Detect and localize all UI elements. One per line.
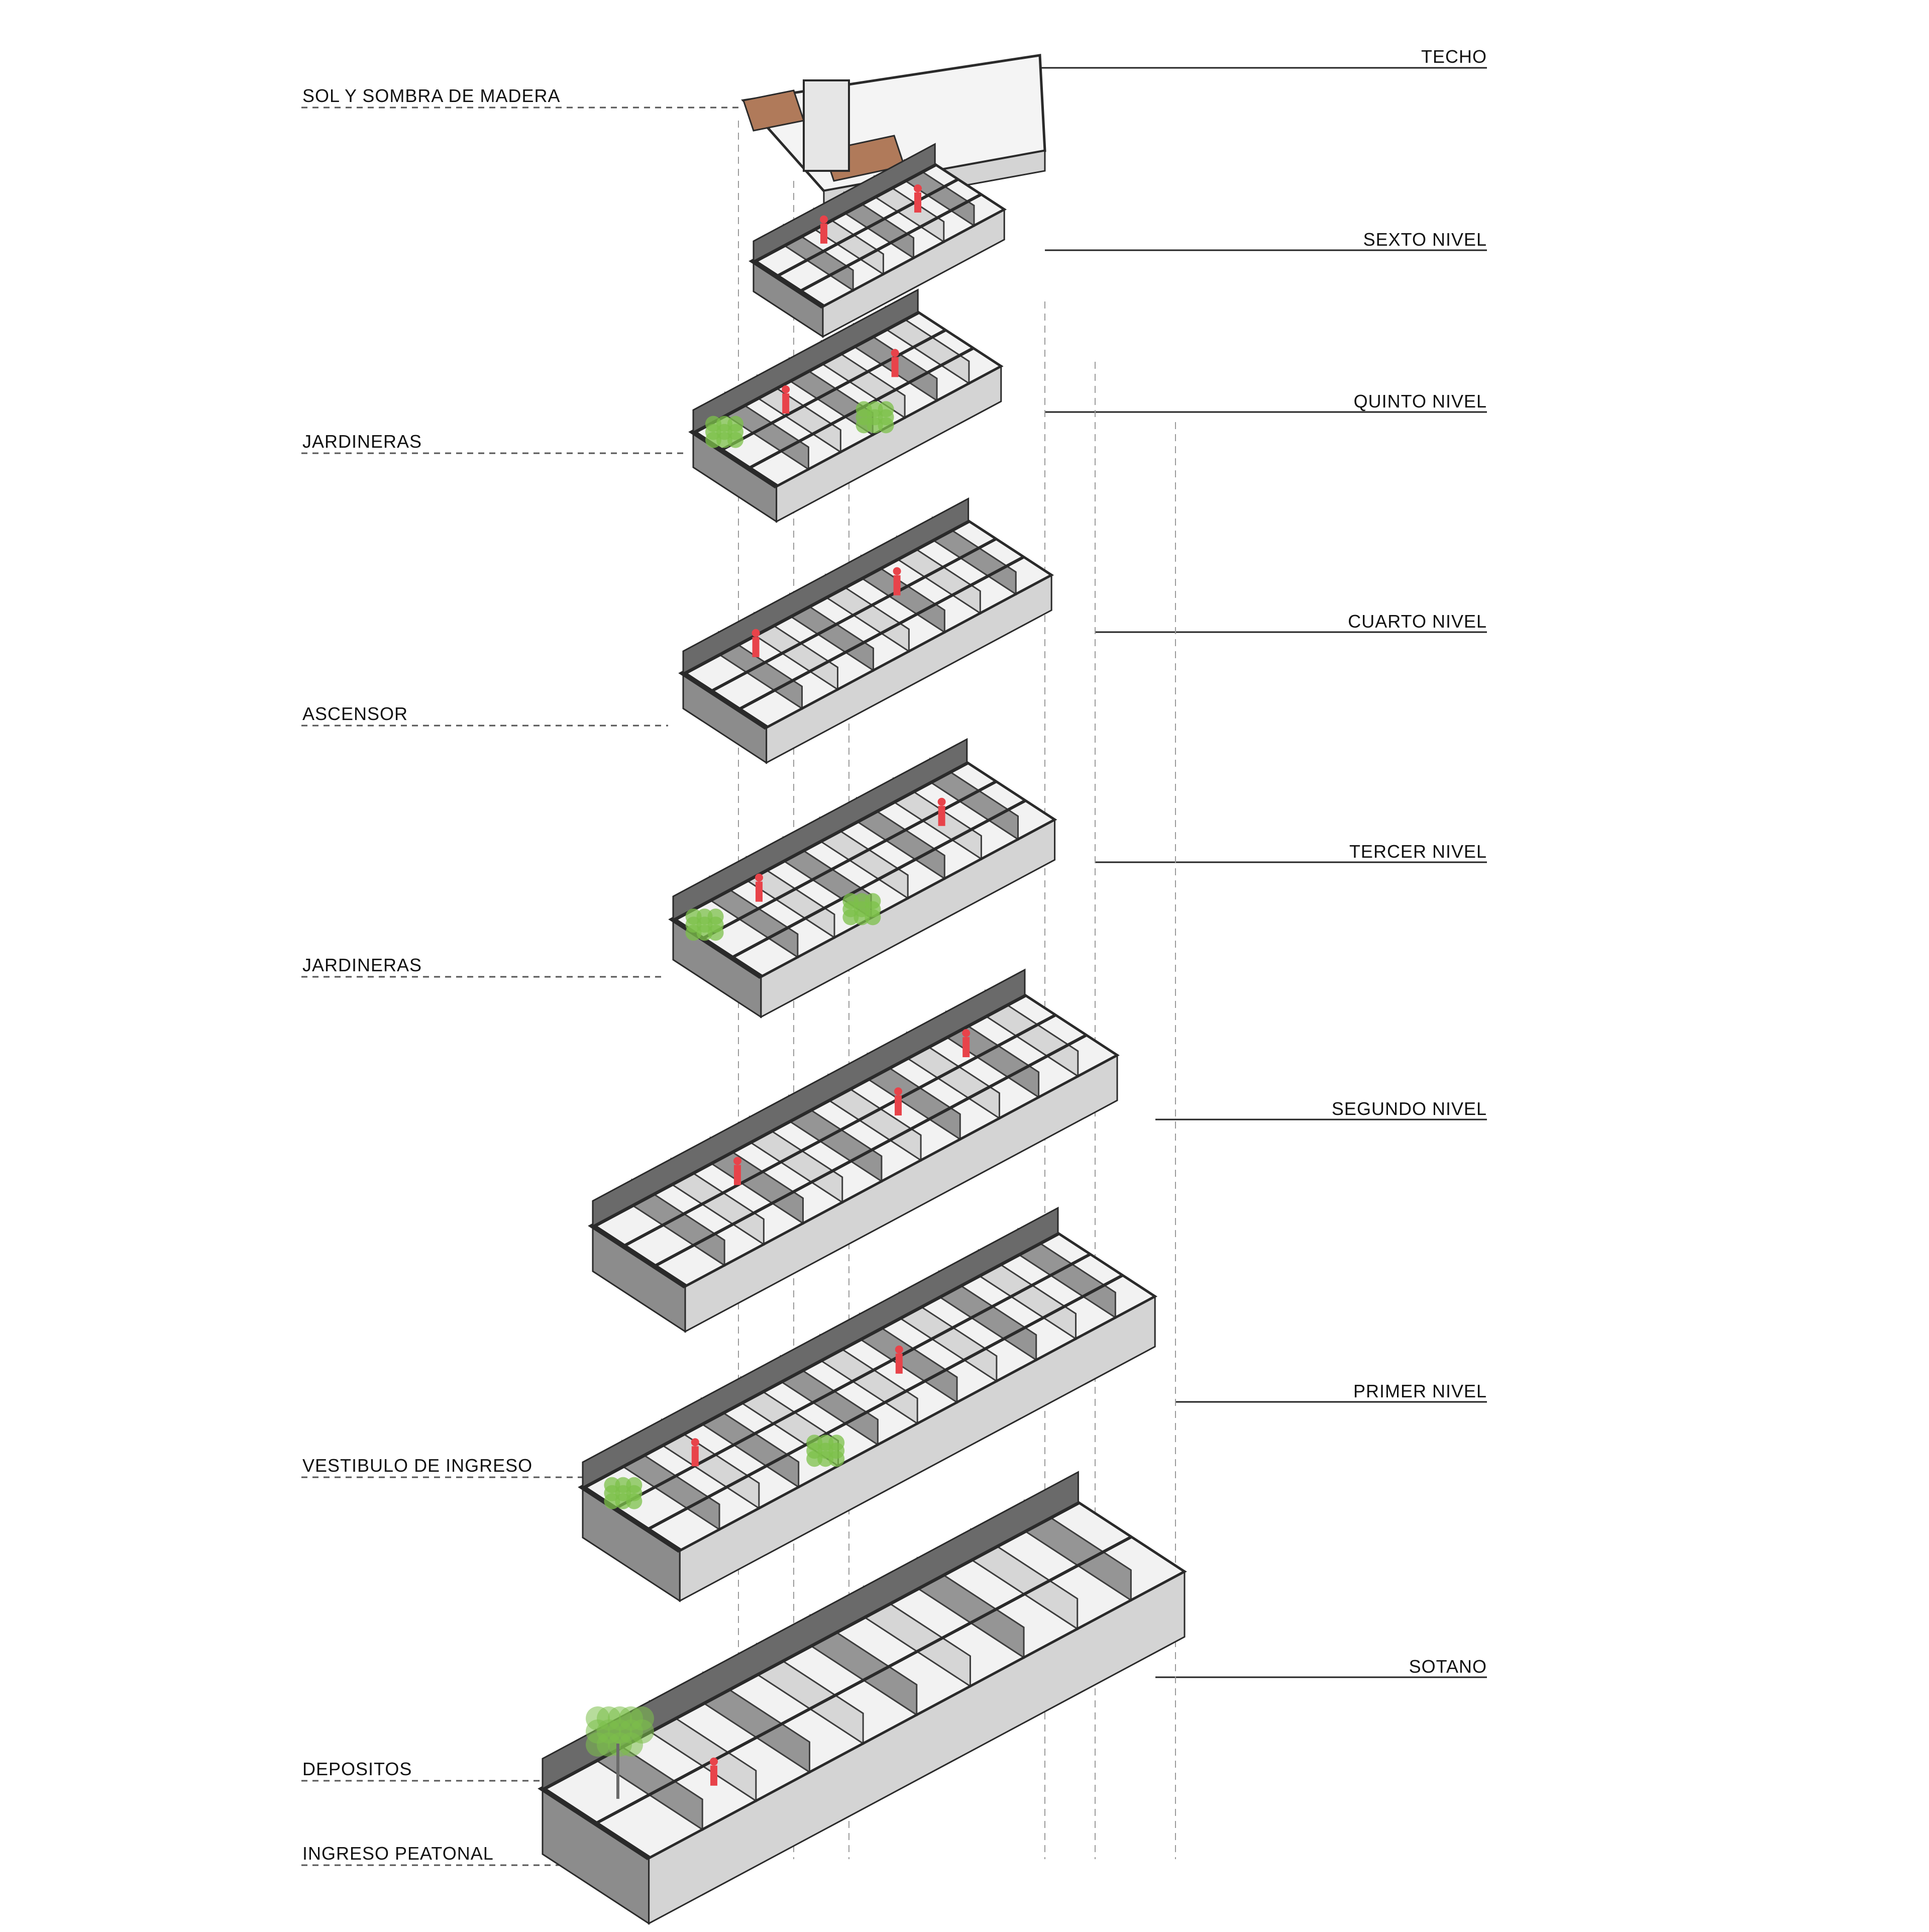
level-primer-planter-plant [604, 1493, 620, 1509]
level-quinto [688, 288, 1004, 523]
level-segundo-partition-v [622, 1013, 1056, 1248]
level-segundo-person-head [962, 1029, 971, 1037]
level-quinto-planter-plant [867, 417, 883, 434]
level-sexto-rear-wall [753, 143, 936, 263]
level-tercer [668, 738, 1057, 1019]
level-primer-planter-plant [615, 1493, 631, 1509]
level-cuarto-person-head [752, 629, 760, 637]
level-tercer-planter-plant [842, 909, 859, 926]
level-tercer-planter-plant [853, 909, 870, 926]
level-segundo-person-body [734, 1165, 741, 1185]
entrance-tree [586, 1706, 654, 1799]
level-sexto [748, 143, 1007, 338]
level-tercer-person-head [755, 873, 763, 882]
level-quinto-person-head [891, 349, 899, 357]
level-sotano [538, 1471, 1187, 1925]
level-tercer-planter-plant [696, 925, 713, 941]
label-jardineras-lower: JARDINERAS [302, 955, 422, 975]
level-quinto-planter-plant [705, 432, 721, 448]
level-sexto-person-body [820, 223, 827, 244]
level-quinto-planter-plant [878, 417, 894, 434]
level-segundo-person-head [733, 1157, 741, 1165]
level-cuarto-partition-v [737, 555, 1025, 711]
level-cuarto-person-body [893, 575, 901, 595]
level-tercer-planter-plant [707, 925, 724, 941]
level-tercer-person-body [938, 805, 945, 826]
level-tercer-rear-wall [672, 738, 968, 921]
level-primer-planter-plant [828, 1451, 845, 1467]
label-primer-nivel: PRIMER NIVEL [1353, 1381, 1487, 1401]
level-primer-person-head [895, 1345, 903, 1354]
roof [741, 54, 1046, 212]
level-sotano-person-body [710, 1765, 717, 1786]
label-ingreso-peatonal: INGRESO PEATONAL [302, 1843, 494, 1864]
level-primer [578, 1206, 1158, 1602]
level-primer-rear-wall [582, 1206, 1059, 1489]
level-sotano-partition-v [595, 1535, 1132, 1825]
level-segundo-partition-v [654, 1034, 1088, 1268]
level-cuarto-partition-v [710, 537, 997, 693]
level-primer-planter-plant [806, 1451, 823, 1467]
label-vestibulo-de-ingreso: VESTIBULO DE INGRESO [302, 1455, 533, 1476]
label-sol-y-sombra: SOL Y SOMBRA DE MADERA [302, 85, 561, 106]
level-segundo-person-body [895, 1095, 902, 1115]
level-tercer-partition-v [701, 780, 997, 940]
label-ascensor: ASCENSOR [302, 703, 408, 724]
level-quinto-planter-plant [855, 417, 872, 434]
level-tercer-planter-plant [685, 925, 702, 941]
level-tercer-person-head [937, 797, 946, 806]
label-sexto-nivel: SEXTO NIVEL [1363, 229, 1487, 250]
level-sexto-person-head [914, 184, 922, 192]
level-cuarto-person-head [893, 567, 901, 575]
level-quinto-rear-wall [692, 288, 919, 434]
level-segundo-person-head [894, 1087, 902, 1095]
level-sexto-partition-v [776, 178, 959, 278]
level-sexto-person-body [914, 192, 921, 213]
level-sexto-person-head [820, 215, 828, 224]
level-primer-partition-v [647, 1274, 1124, 1531]
level-sotano-person-head [710, 1757, 718, 1766]
level-tercer-person-body [756, 881, 763, 902]
level-primer-person-head [691, 1438, 699, 1447]
level-quinto-partition-v [720, 329, 946, 452]
level-quinto-planter-plant [716, 432, 732, 448]
level-segundo-person-body [962, 1037, 970, 1057]
level-quinto-planter-plant [727, 432, 743, 448]
label-segundo-nivel: SEGUNDO NIVEL [1331, 1098, 1487, 1119]
level-tercer-planter-plant [865, 909, 881, 926]
level-primer-planter-plant [626, 1493, 642, 1509]
label-quinto-nivel: QUINTO NIVEL [1353, 391, 1487, 412]
tree-foliage [619, 1733, 643, 1757]
level-quinto-person-head [782, 385, 790, 393]
level-primer-planter-plant [817, 1451, 834, 1467]
label-sotano: SOTANO [1409, 1656, 1487, 1677]
level-cuarto [678, 497, 1054, 764]
level-quinto-person-body [891, 357, 899, 377]
level-cuarto-person-body [752, 637, 760, 657]
label-depositos: DEPOSITOS [302, 1759, 412, 1779]
label-cuarto-nivel: CUARTO NIVEL [1348, 611, 1487, 632]
level-segundo-rear-wall [592, 968, 1026, 1228]
roof-stair-volume [803, 79, 850, 172]
level-tercer-partition-v [731, 799, 1026, 959]
label-tercer-nivel: TERCER NIVEL [1349, 841, 1487, 862]
label-techo: TECHO [1421, 46, 1487, 67]
level-quinto-person-body [782, 393, 790, 414]
level-segundo [588, 968, 1120, 1333]
level-primer-person-body [691, 1446, 699, 1467]
level-sexto-partition-v [799, 193, 982, 293]
label-jardineras-upper: JARDINERAS [302, 431, 422, 452]
level-sotano-rear-wall [542, 1471, 1079, 1790]
level-primer-person-body [895, 1353, 903, 1374]
